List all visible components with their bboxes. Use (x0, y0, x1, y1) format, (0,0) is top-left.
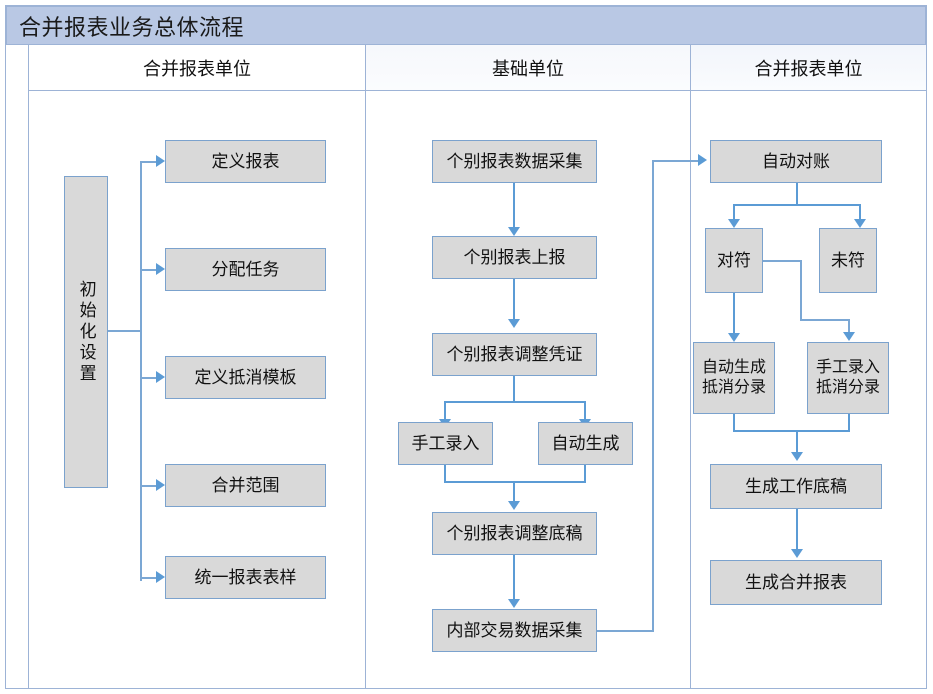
node-generate-worksheet[interactable]: 生成工作底稿 (710, 464, 882, 509)
arrowhead-gen-worksheet (791, 452, 803, 461)
connector-draft-to-internal (513, 555, 515, 599)
node-manual-entry[interactable]: 手工录入 (398, 422, 493, 465)
connector-reconcile-split (733, 204, 861, 206)
lane-header-2: 基础单位 (366, 45, 691, 90)
arrowhead-submit (508, 227, 520, 236)
node-assign-task[interactable]: 分配任务 (165, 248, 326, 291)
lane-header-row: 合并报表单位 基础单位 合并报表单位 (29, 45, 926, 91)
connector-branch-unify-form (140, 577, 158, 579)
arrowhead-auto-reconcile (698, 154, 707, 166)
node-initialization-setup[interactable]: 初始化设置 (64, 176, 108, 488)
node-individual-adjust-draft[interactable]: 个别报表调整底稿 (432, 512, 597, 555)
connector-matched-elbow-v (800, 260, 802, 320)
connector-manual-down (444, 464, 446, 482)
node-auto-generate-offset-entry[interactable]: 自动生成 抵消分录 (693, 342, 775, 414)
connector-branch-merge-scope (140, 485, 158, 487)
arrowhead-define-report (156, 155, 165, 167)
arrowhead-merge-scope (156, 479, 165, 491)
connector-matched-to-autogen (733, 293, 735, 335)
connector-matched-elbow-h1 (763, 260, 801, 262)
lane-header-1: 合并报表单位 (29, 45, 366, 90)
node-unify-report-form[interactable]: 统一报表表样 (165, 556, 326, 599)
node-manual-offset-entry[interactable]: 手工录入 抵消分录 (807, 342, 889, 414)
connector-reconcile-to-unmatched (859, 204, 861, 221)
node-merge-scope[interactable]: 合并范围 (165, 464, 326, 507)
connector-join-to-worksheet (796, 430, 798, 454)
connector-matched-elbow-drop (848, 319, 850, 334)
arrowhead-autogen-offset (728, 333, 740, 342)
connector-join-to-draft (513, 481, 515, 503)
page-title: 合并报表业务总体流程 (19, 14, 245, 40)
connector-branch-offset-template (140, 377, 158, 379)
connector-voucher-split (445, 401, 585, 403)
arrowhead-manual-offset (843, 332, 855, 341)
connector-branch-assign-task (140, 269, 158, 271)
connector-branch-define-report (140, 161, 158, 163)
node-auto-reconcile[interactable]: 自动对账 (710, 140, 882, 183)
node-matched[interactable]: 对符 (705, 228, 763, 293)
lane-body-1 (29, 91, 366, 688)
connector-matched-elbow-h2 (800, 319, 849, 321)
arrowhead-offset-template (156, 371, 165, 383)
connector-offset-join (733, 430, 850, 432)
node-individual-adjust-voucher[interactable]: 个别报表调整凭证 (432, 333, 597, 376)
arrowhead-adjust-draft (508, 501, 520, 510)
arrowhead-matched (728, 219, 740, 228)
arrowhead-gen-consolidated (791, 549, 803, 558)
connector-worksheet-to-consolidated (796, 509, 798, 551)
connector-reconcile-to-matched (733, 204, 735, 221)
arrowhead-internal-collect (508, 599, 520, 608)
node-define-offset-template[interactable]: 定义抵消模板 (165, 356, 326, 399)
connector-voucher-down (513, 376, 515, 402)
connector-internal-to-reconcile-h1 (597, 630, 654, 632)
lane-body-row (29, 91, 926, 688)
connector-manualoffset-down (848, 414, 850, 431)
lane-body-2 (366, 91, 691, 688)
arrowhead-unify-form (156, 571, 165, 583)
arrowhead-assign-task (156, 263, 165, 275)
connector-reconcile-down (796, 183, 798, 205)
node-internal-trade-collect[interactable]: 内部交易数据采集 (432, 609, 597, 652)
lane-gutter (6, 45, 29, 688)
arrowhead-voucher (508, 319, 520, 328)
node-auto-generate[interactable]: 自动生成 (538, 422, 633, 465)
diagram-title-bar: 合并报表业务总体流程 (6, 6, 926, 45)
connector-manual-auto-join (444, 481, 586, 483)
lane-header-3: 合并报表单位 (691, 45, 926, 90)
connector-init-spine (140, 161, 142, 581)
connector-collect-to-submit (513, 182, 515, 227)
node-define-report[interactable]: 定义报表 (165, 140, 326, 183)
connector-auto-down (584, 464, 586, 482)
node-individual-report-submit[interactable]: 个别报表上报 (432, 236, 597, 279)
connector-init-trunk (107, 330, 141, 332)
node-individual-report-collect[interactable]: 个别报表数据采集 (432, 140, 597, 183)
node-unmatched[interactable]: 未符 (819, 228, 877, 293)
connector-autogen-down (733, 414, 735, 431)
connector-voucher-to-manual (444, 401, 446, 421)
connector-voucher-to-auto (584, 401, 586, 421)
connector-submit-to-voucher (513, 279, 515, 319)
connector-internal-to-reconcile-h2 (652, 160, 700, 162)
connector-internal-to-reconcile-v (652, 160, 654, 631)
node-generate-consolidated-report[interactable]: 生成合并报表 (710, 560, 882, 605)
arrowhead-unmatched (854, 219, 866, 228)
